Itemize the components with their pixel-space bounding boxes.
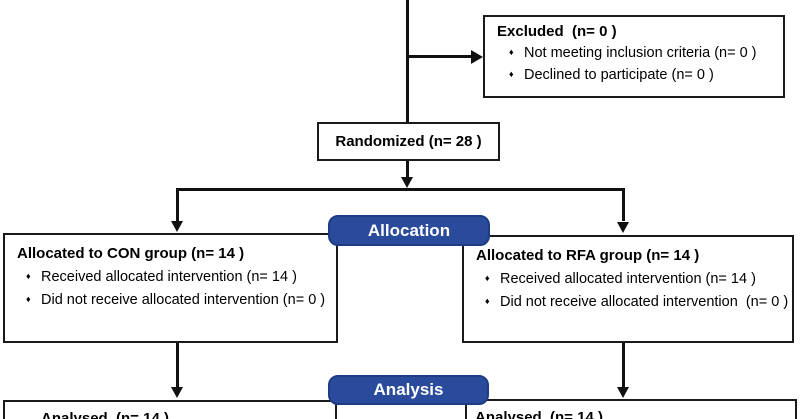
excluded-item: ♦ Declined to participate (n= 0 ) [497, 65, 775, 87]
allocated-con-item-text: Received allocated intervention (n= 14 ) [41, 269, 297, 285]
arrowhead-left-analysis-icon [171, 387, 183, 398]
arrowhead-to-excluded-icon [471, 50, 483, 64]
allocated-rfa-item-text: Did not receive allocated intervention (… [500, 294, 789, 310]
analysis-badge-label: Analysis [373, 380, 444, 399]
allocated-con-title: Allocated to CON group (n= 14 ) [17, 245, 245, 262]
connector-right-analysis-line [622, 343, 625, 387]
allocated-rfa-title: Allocated to RFA group (n= 14 ) [476, 247, 700, 264]
allocated-con-item-text: Did not receive allocated intervention (… [41, 292, 326, 308]
arrowhead-right-analysis-icon [617, 387, 629, 398]
allocated-con-item: ♦ Received allocated intervention (n= 14… [17, 266, 330, 289]
connector-right-allocation-line [622, 188, 625, 221]
allocation-stage-badge: Allocation [328, 215, 490, 246]
excluded-item-text: Not meeting inclusion criteria (n= 0 ) [524, 45, 757, 61]
analysed-con-box: Analysed (n= 14 ) [3, 400, 337, 419]
diamond-bullet-icon: ♦ [485, 273, 490, 283]
connector-randomized-down-line [406, 161, 409, 178]
excluded-item: ♦ Not meeting inclusion criteria (n= 0 ) [497, 43, 775, 65]
allocated-rfa-box: Allocated to RFA group (n= 14 ) ♦ Receiv… [462, 235, 794, 343]
connector-left-analysis-line [176, 343, 179, 387]
connector-branch-horizontal-line [176, 188, 625, 191]
diamond-bullet-icon: ♦ [26, 271, 31, 281]
arrowhead-randomized-down-icon [401, 177, 413, 188]
excluded-title: Excluded (n= 0 ) [497, 23, 617, 40]
excluded-box: Excluded (n= 0 ) ♦ Not meeting inclusion… [483, 15, 785, 98]
allocated-rfa-item: ♦ Did not receive allocated intervention… [476, 291, 789, 314]
excluded-item-text: Declined to participate (n= 0 ) [524, 67, 714, 83]
connector-enrollment-vertical-line [406, 0, 409, 122]
analysis-stage-badge: Analysis [328, 375, 489, 405]
arrowhead-right-allocation-icon [617, 222, 629, 233]
diamond-bullet-icon: ♦ [485, 296, 490, 306]
diamond-bullet-icon: ♦ [509, 69, 514, 79]
randomized-label: Randomized (n= 28 ) [335, 133, 482, 150]
allocated-rfa-item-text: Received allocated intervention (n= 14 ) [500, 271, 756, 287]
randomized-box: Randomized (n= 28 ) [317, 122, 500, 161]
allocation-badge-label: Allocation [367, 220, 451, 240]
connector-left-allocation-line [176, 188, 179, 221]
connector-to-excluded-line [408, 55, 472, 58]
diamond-bullet-icon: ♦ [509, 47, 514, 57]
allocated-rfa-item: ♦ Received allocated intervention (n= 14… [476, 268, 786, 291]
analysed-con-title: Analysed (n= 14 ) [41, 410, 169, 419]
analysed-rfa-title: Analysed (n= 14 ) [475, 409, 603, 419]
allocated-con-box: Allocated to CON group (n= 14 ) ♦ Receiv… [3, 233, 338, 343]
arrowhead-left-allocation-icon [171, 221, 183, 232]
allocated-con-item: ♦ Did not receive allocated intervention… [17, 289, 330, 312]
diamond-bullet-icon: ♦ [26, 294, 31, 304]
analysed-rfa-box: Analysed (n= 14 ) [465, 399, 797, 419]
